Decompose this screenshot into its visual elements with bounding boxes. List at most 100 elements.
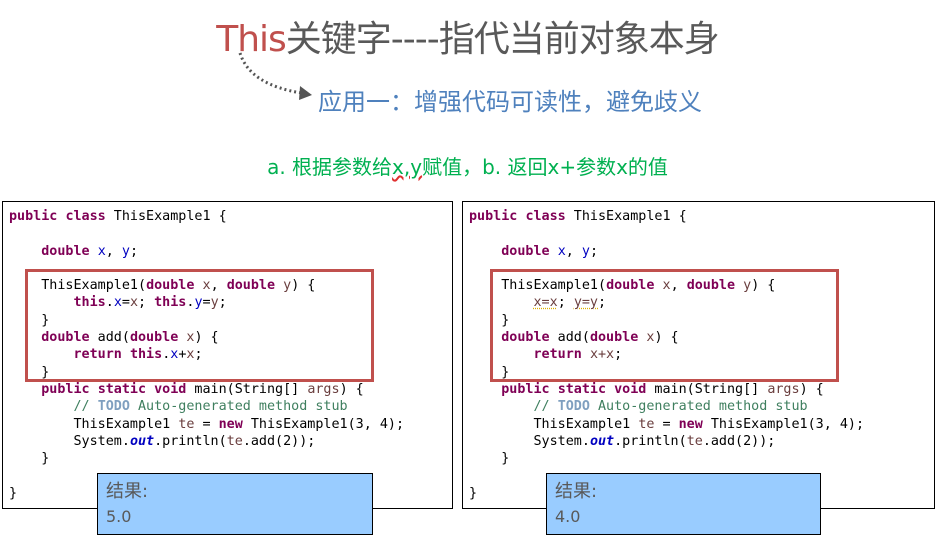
result-label: 结果: <box>106 481 149 502</box>
code-line: double x, y; <box>9 243 404 260</box>
code-token: te <box>638 416 655 432</box>
code-token: double <box>501 330 550 346</box>
code-token: x+x <box>589 347 615 363</box>
code-token: double <box>686 278 736 294</box>
code-token: static <box>97 381 147 397</box>
code-token: ; <box>194 347 203 363</box>
description-part: a. 根据参数给 <box>267 155 393 179</box>
code-token: ; <box>557 295 574 311</box>
code-token: } <box>469 364 510 380</box>
code-token: x <box>170 347 179 363</box>
code-token: . <box>105 295 114 311</box>
code-line: } <box>9 312 404 329</box>
code-token: ThisExample1 <box>9 416 179 432</box>
code-token: x=x <box>533 295 558 311</box>
code-token: TODO <box>97 399 130 415</box>
code-line <box>469 225 864 242</box>
code-token <box>9 244 41 259</box>
code-panel-left: public class ThisExample1 { double x, y;… <box>2 201 453 509</box>
code-line: } <box>469 312 864 329</box>
code-token: . <box>186 295 195 311</box>
code-token: ThisExample1( <box>469 278 607 294</box>
code-token: ) { <box>799 381 824 397</box>
result-value: 5.0 <box>106 507 132 526</box>
code-token: ; <box>614 347 623 363</box>
code-line: // TODO Auto-generated method stub <box>9 398 404 415</box>
code-token: TODO <box>557 399 590 415</box>
code-token: ) { <box>339 381 364 397</box>
code-token: ) { <box>291 278 316 294</box>
code-token: ) { <box>751 278 776 294</box>
code-token: x <box>186 330 195 346</box>
slide-title: This关键字----指代当前对象本身 <box>0 10 935 62</box>
code-token: public <box>501 381 550 397</box>
code-token: // <box>73 399 98 415</box>
code-block: public class ThisExample1 { double x, y;… <box>469 208 864 502</box>
code-token: , <box>565 243 582 259</box>
code-token: double <box>129 330 179 346</box>
code-token: // <box>533 399 558 415</box>
code-token: Auto-generated method stub <box>129 399 348 415</box>
code-token: out <box>129 433 155 449</box>
code-token: public <box>9 209 58 224</box>
code-line: return x+x; <box>469 346 864 363</box>
code-token: x <box>129 295 138 311</box>
code-line: } <box>9 364 404 381</box>
code-token: out <box>589 433 615 449</box>
code-token: y <box>743 278 752 294</box>
code-panel-right: public class ThisExample1 { double x, y;… <box>462 201 935 509</box>
code-token: double <box>226 278 276 294</box>
code-token: class <box>525 209 566 224</box>
code-token: System. <box>469 433 590 449</box>
code-token: = <box>194 416 219 432</box>
code-token: x <box>646 330 655 346</box>
code-token: y=y <box>573 295 598 311</box>
code-token: ; <box>218 295 227 311</box>
code-token: .println( <box>614 433 687 449</box>
code-line: public static void main(String[] args) { <box>9 381 404 398</box>
title-rest: 关键字----指代当前对象本身 <box>285 19 720 60</box>
code-line: } <box>469 364 864 381</box>
title-highlight: This <box>216 19 287 60</box>
code-token: ; <box>129 243 138 259</box>
code-token: } <box>9 364 50 380</box>
code-token: } <box>9 312 50 328</box>
result-label: 结果: <box>555 481 598 502</box>
code-token: args <box>307 381 340 397</box>
code-token: te <box>178 416 195 432</box>
code-token: y <box>121 243 130 259</box>
result-value: 4.0 <box>555 507 581 526</box>
code-token: System. <box>9 433 130 449</box>
description-part: 赋值，b. 返回x+参数x的值 <box>422 155 668 179</box>
code-token: double <box>606 278 655 294</box>
code-token <box>550 382 558 397</box>
code-line: public class ThisExample1 { <box>469 208 864 225</box>
code-token: double <box>589 330 639 346</box>
code-token: double <box>501 243 550 259</box>
code-line: ThisExample1 te = new ThisExample1(3, 4)… <box>9 416 404 433</box>
dotted-arrow-icon <box>238 52 312 100</box>
description-part: x,y <box>392 155 423 179</box>
code-token: ThisExample1 <box>469 416 639 432</box>
code-block: public class ThisExample1 { double x, y;… <box>9 208 404 502</box>
code-token: ; <box>598 295 607 311</box>
code-token: ; <box>138 295 155 311</box>
code-token: } <box>469 451 510 467</box>
code-line: public static void main(String[] args) { <box>469 381 864 398</box>
code-token <box>469 382 501 397</box>
code-token: ; <box>589 243 598 259</box>
code-token: this <box>154 295 187 311</box>
code-token <box>90 244 98 259</box>
code-token: . <box>162 347 171 363</box>
code-token: = <box>121 295 130 311</box>
code-token: main(String[] <box>186 381 308 397</box>
code-token: new <box>678 416 703 432</box>
code-token: x <box>113 295 122 311</box>
code-token: void <box>154 381 187 397</box>
code-token: public <box>41 381 90 397</box>
code-token: this <box>73 295 106 311</box>
code-token: x <box>662 278 671 294</box>
code-token <box>469 399 534 414</box>
code-token: ) { <box>194 330 219 346</box>
code-token: static <box>557 381 607 397</box>
